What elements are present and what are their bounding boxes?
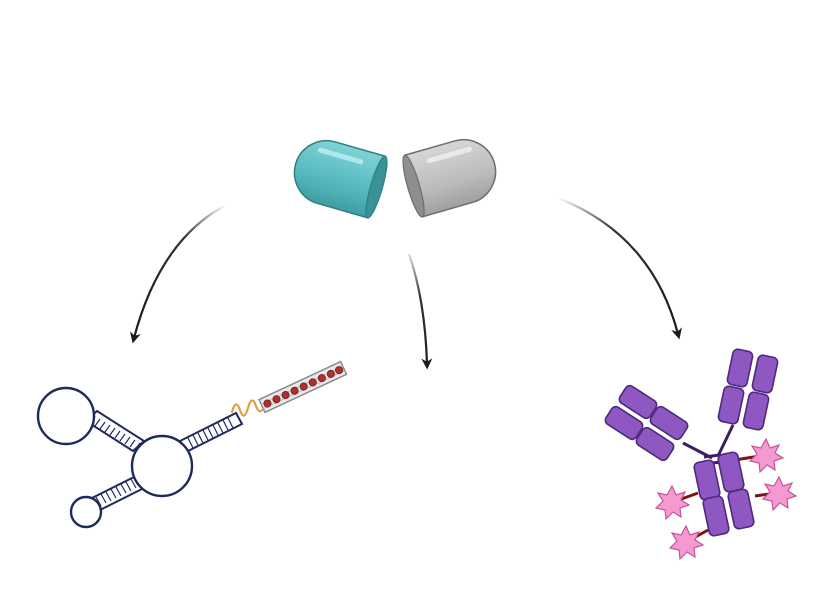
- aptamer-linker: [230, 399, 264, 417]
- split-capsule-icon: [293, 138, 497, 219]
- arrow-to-center: [407, 253, 433, 370]
- aptamer-cargo: [258, 360, 348, 414]
- capsule-left-half: [293, 139, 388, 219]
- payload-stars: [654, 437, 798, 561]
- rna-aptamer-conjugate-icon: [36, 360, 348, 529]
- arrow-to-antibody: [557, 196, 682, 340]
- antibody-fc: [693, 451, 755, 537]
- aptamer-loop-top: [36, 386, 96, 446]
- arrows: [130, 196, 682, 370]
- payload-star: [668, 524, 705, 561]
- capsule-right-half: [402, 138, 497, 218]
- aptamer-stem-right: [178, 411, 244, 454]
- aptamer-loop-center: [130, 434, 194, 498]
- payload-star: [654, 484, 691, 521]
- antibody-arm-right: [717, 348, 779, 431]
- payload-star: [748, 437, 785, 474]
- antibody-arm-left: [604, 384, 689, 462]
- antibody-drug-conjugate-icon: [604, 348, 798, 561]
- aptamer-loop-bottom: [69, 495, 103, 529]
- payload-star: [761, 475, 798, 512]
- arrow-to-aptamer: [130, 204, 227, 344]
